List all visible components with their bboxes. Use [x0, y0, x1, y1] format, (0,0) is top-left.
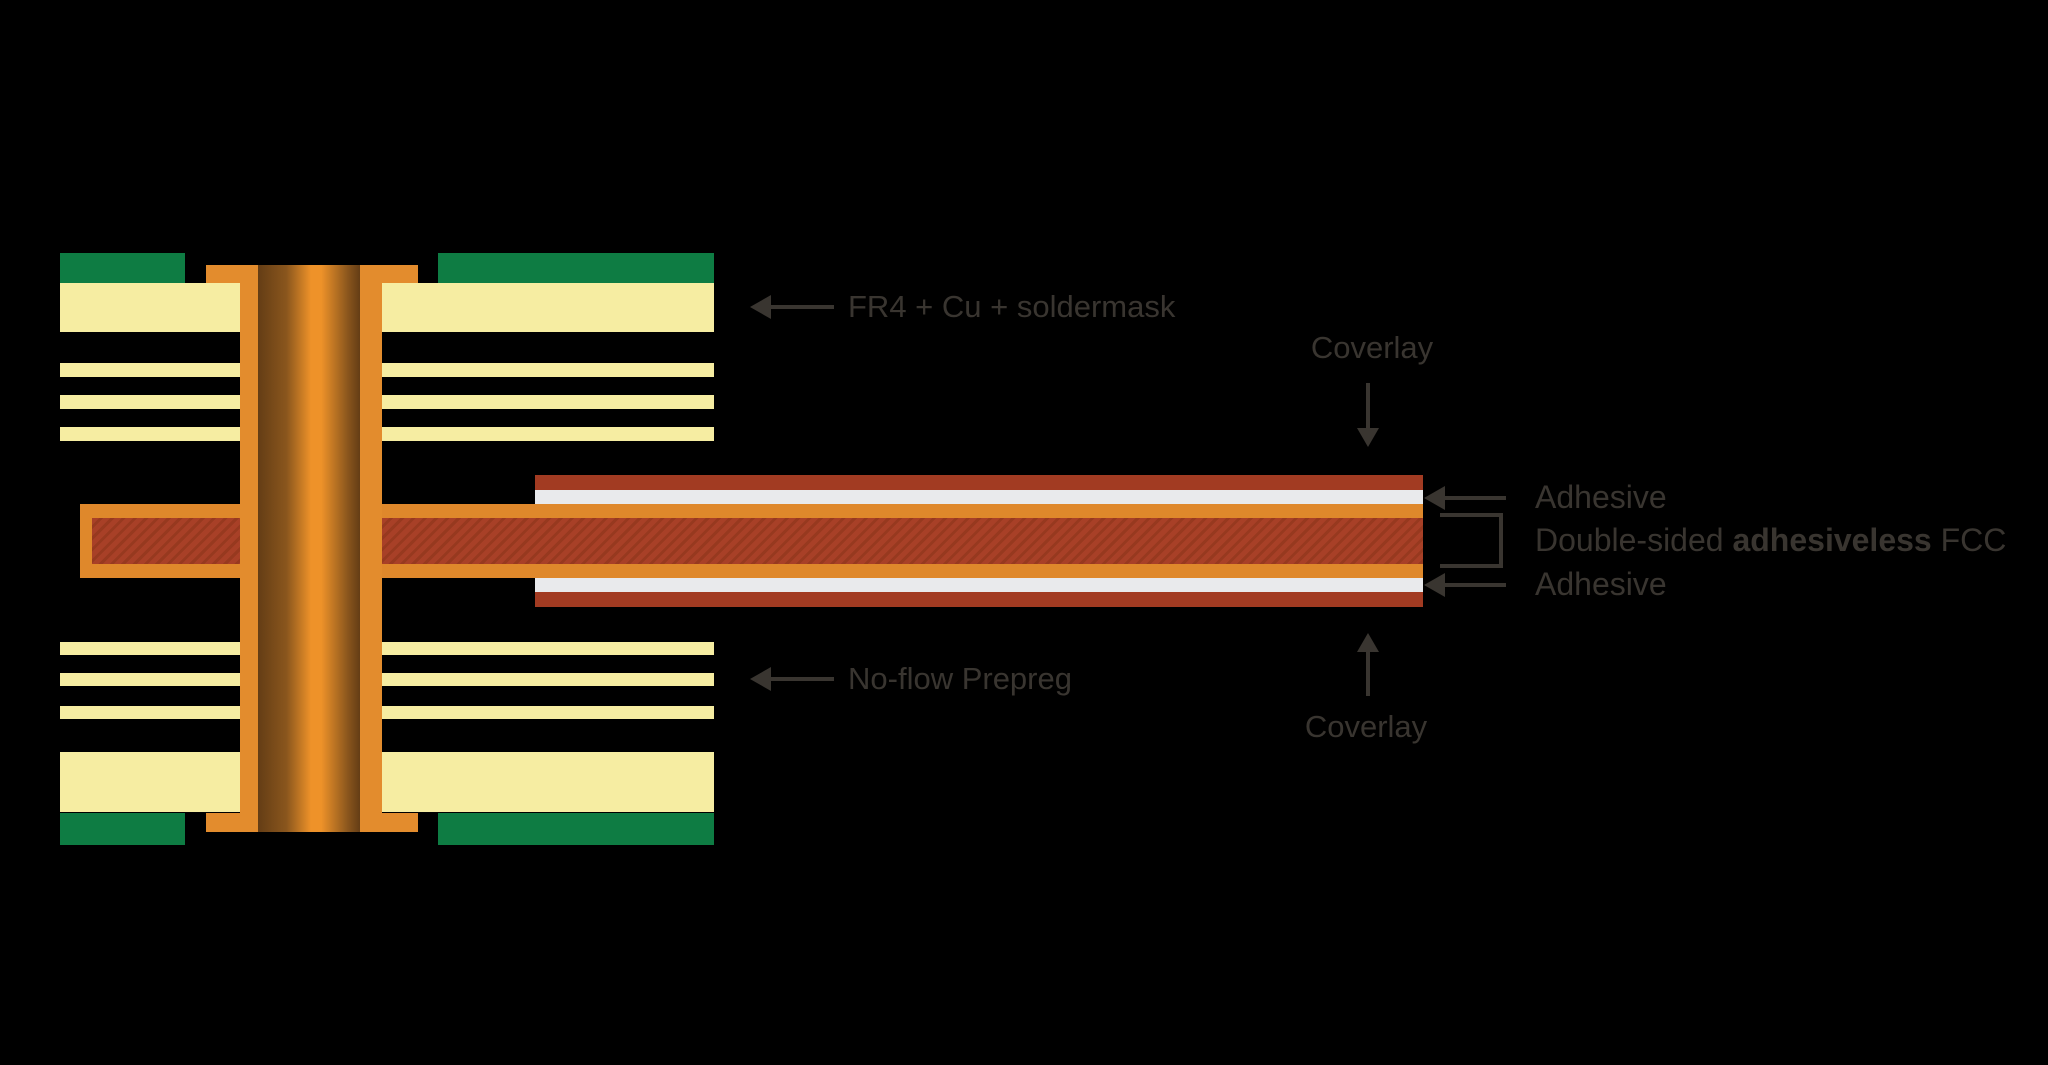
fr4-arrow-line	[768, 305, 834, 309]
fr4-label: FR4 + Cu + soldermask	[848, 289, 1176, 324]
coverlay-top-label: Coverlay	[1310, 330, 1434, 365]
fr4-top-right	[382, 283, 714, 332]
adhesive-top-layer	[535, 490, 1423, 504]
flex-right-copper-bottom	[382, 564, 1423, 578]
adhesive-bottom-left-arrow-icon	[1424, 573, 1445, 597]
flex-left-copper-bottom	[80, 564, 240, 578]
via-barrel-bore	[258, 265, 360, 832]
soldermask-top-right	[438, 253, 714, 283]
prepreg-label: No-flow Prepreg	[848, 661, 1072, 696]
fr4-bottom-left	[60, 752, 240, 812]
coverlay-bottom-label: Coverlay	[1304, 709, 1428, 744]
coverlay-top-down-arrow-icon	[1357, 428, 1379, 447]
prepreg-line-bottom-1-left	[60, 642, 240, 655]
adhesive-bottom-layer	[535, 578, 1423, 592]
soldermask-top-left	[60, 253, 185, 283]
fcc-label-regular-1: Double-sided	[1535, 522, 1733, 558]
via-wall-right	[360, 265, 382, 832]
coverlay-bottom-up-arrow-icon	[1357, 633, 1379, 652]
fr4-top-left	[60, 283, 240, 332]
fcc-label-regular-2: FCC	[1931, 522, 2007, 558]
prepreg-line-top-2-left	[60, 395, 240, 409]
prepreg-line-top-3-right	[382, 427, 714, 441]
flex-left-end-cap	[80, 504, 94, 578]
prepreg-line-top-1-right	[382, 363, 714, 377]
prepreg-line-bottom-1-right	[382, 642, 714, 655]
prepreg-line-top-3-left	[60, 427, 240, 441]
prepreg-line-bottom-3-right	[382, 706, 714, 719]
prepreg-line-bottom-3-left	[60, 706, 240, 719]
flex-right-copper-top	[382, 504, 1423, 518]
fr4-left-arrow-icon	[750, 295, 771, 319]
prepreg-line-top-1-left	[60, 363, 240, 377]
flex-left-core	[92, 518, 240, 564]
coverlay-bottom-arrow-line	[1366, 652, 1370, 696]
fcc-bracket-icon	[1440, 513, 1503, 568]
coverlay-top-arrow-line	[1366, 383, 1370, 428]
adhesive-bottom-label: Adhesive	[1535, 566, 1667, 602]
adhesive-top-arrow-line	[1442, 496, 1506, 500]
prepreg-left-arrow-icon	[750, 667, 771, 691]
fr4-bottom-right	[382, 752, 714, 812]
fcc-label-bold: adhesiveless	[1732, 522, 1932, 558]
prepreg-line-bottom-2-left	[60, 673, 240, 686]
prepreg-line-top-2-right	[382, 395, 714, 409]
fcc-label: Double-sided adhesiveless FCC	[1535, 524, 2006, 556]
flex-left-copper-top	[80, 504, 240, 518]
adhesive-bottom-arrow-line	[1442, 583, 1506, 587]
prepreg-arrow-line	[768, 677, 834, 681]
coverlay-bottom-layer	[535, 592, 1423, 607]
adhesive-top-left-arrow-icon	[1424, 486, 1445, 510]
coverlay-top-layer	[535, 475, 1423, 490]
soldermask-bottom-right	[438, 813, 714, 845]
via-wall-left	[240, 265, 258, 832]
adhesive-top-label: Adhesive	[1535, 479, 1667, 515]
soldermask-bottom-left	[60, 813, 185, 845]
prepreg-line-bottom-2-right	[382, 673, 714, 686]
flex-right-core	[382, 518, 1423, 564]
